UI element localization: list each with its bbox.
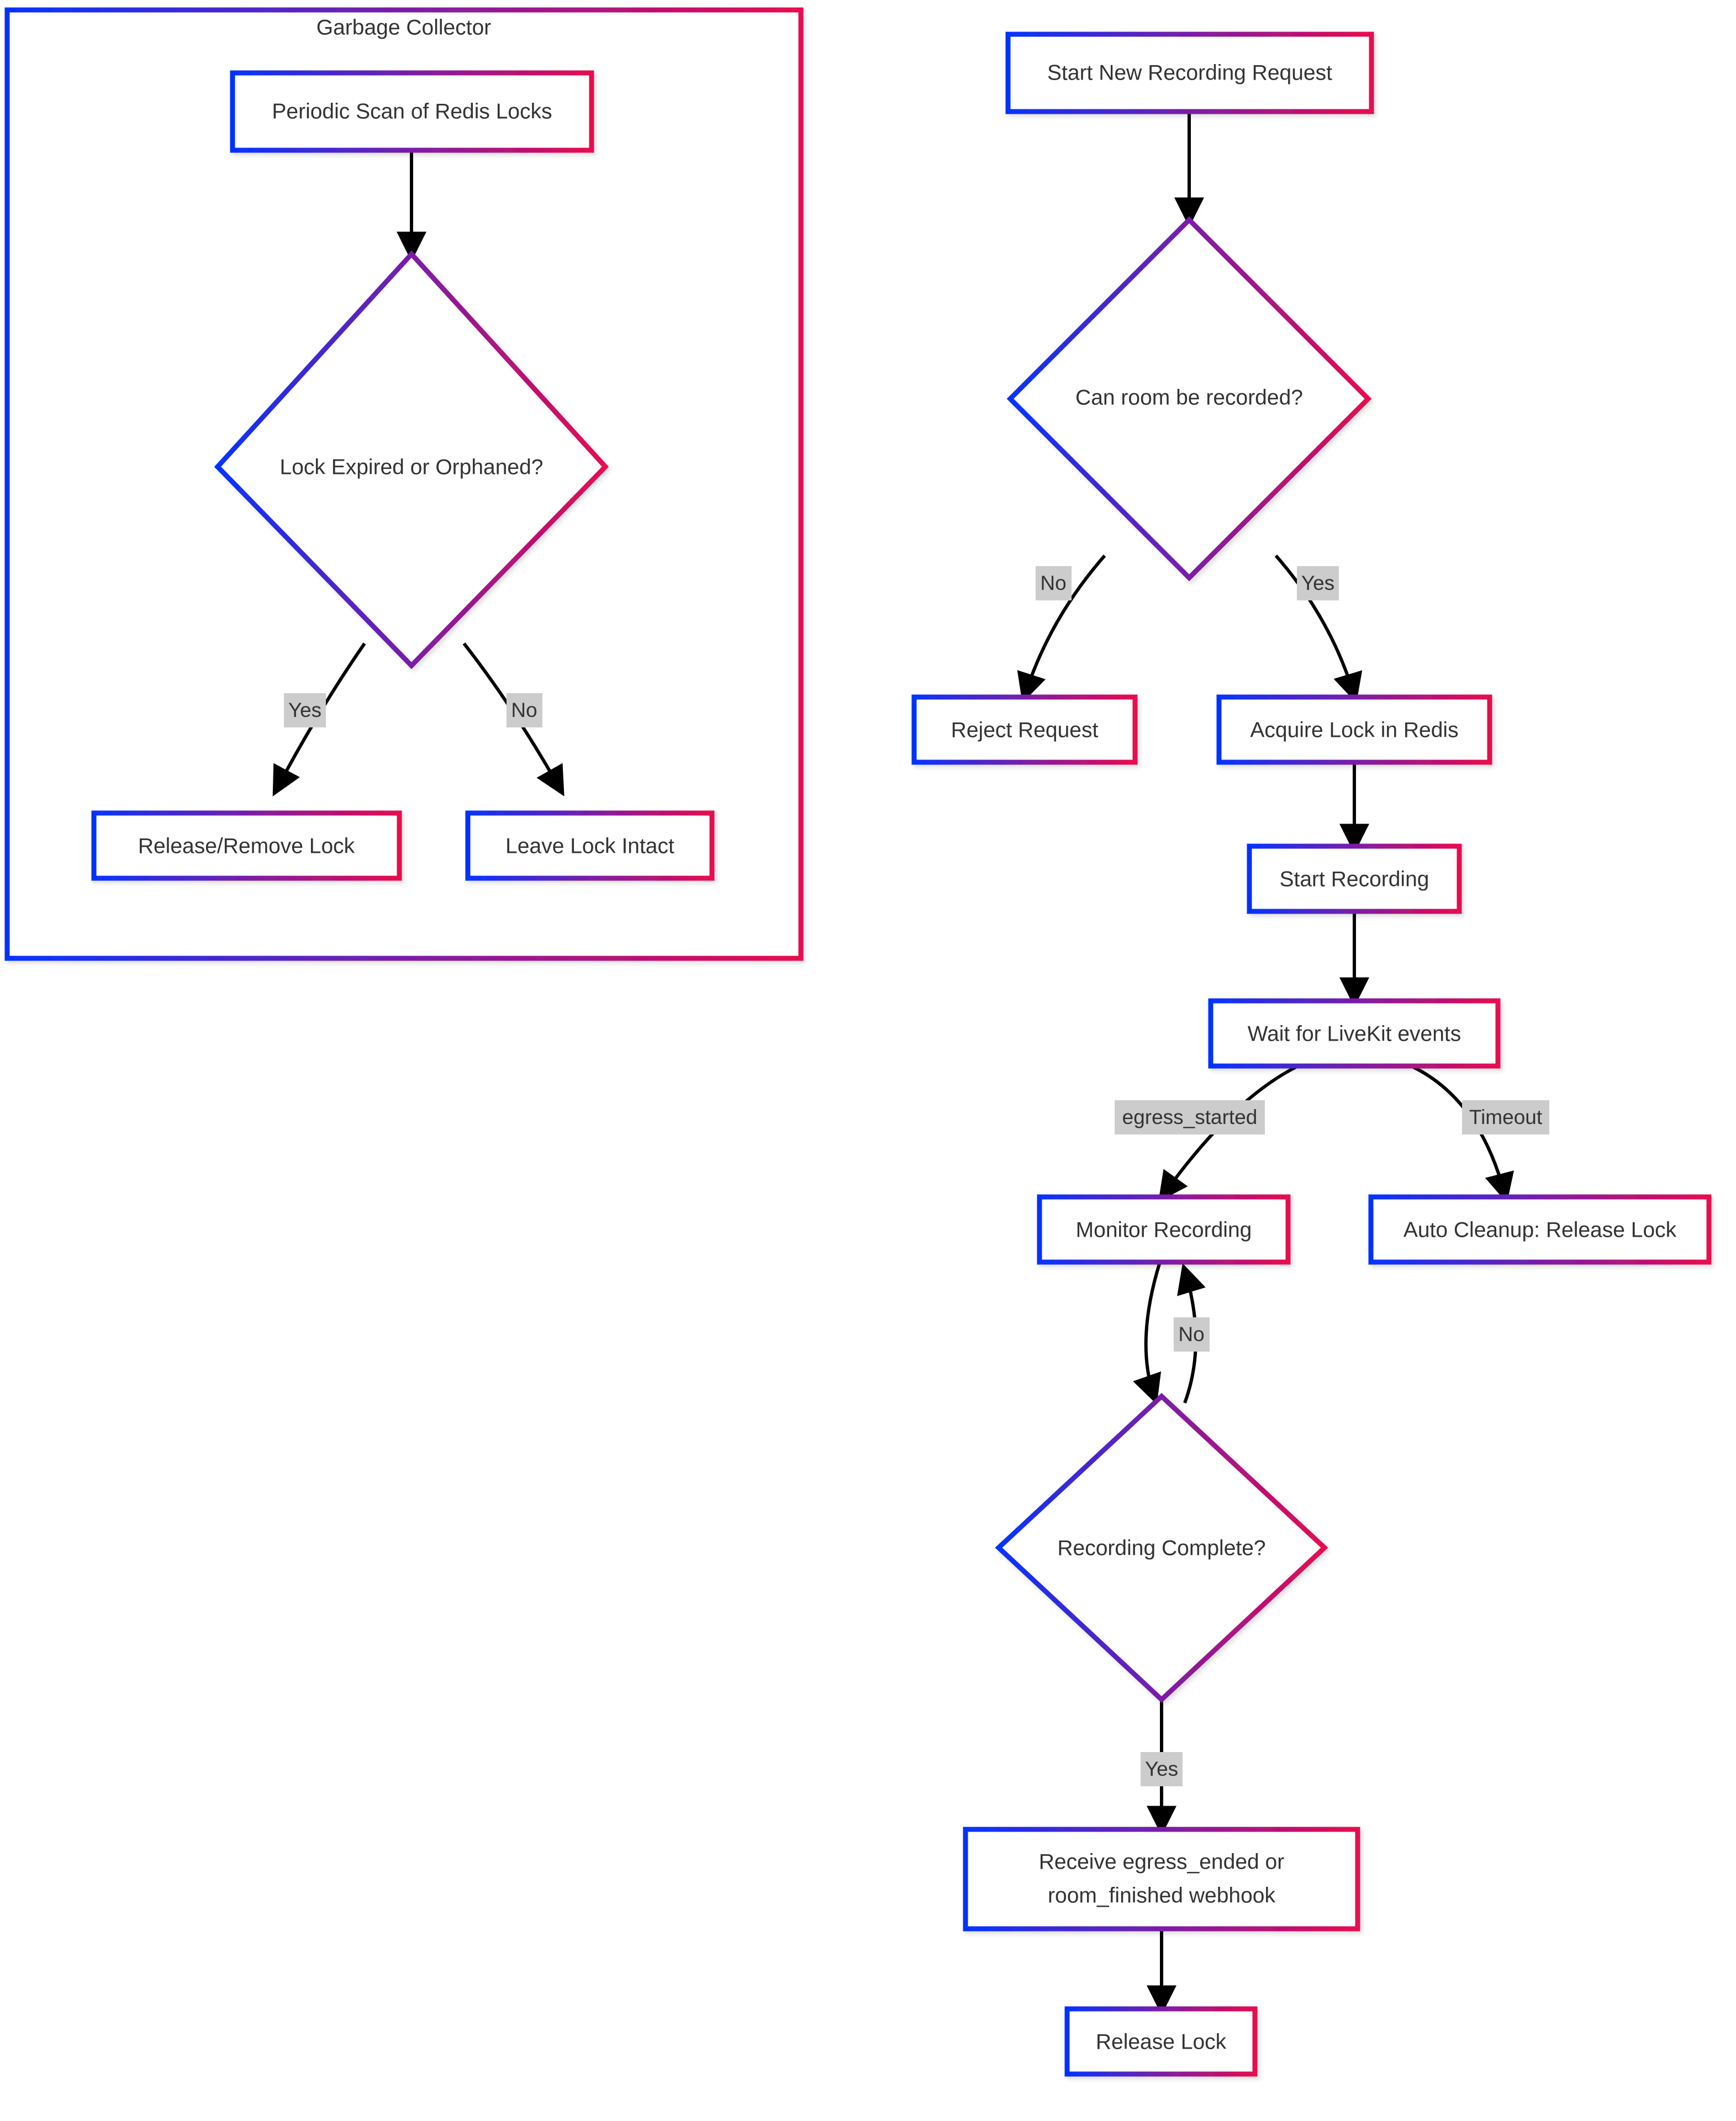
edge-monitor-recording-to-recording-complete	[1133, 1262, 1162, 1405]
edge-label-lock-expired-no: No	[506, 693, 542, 727]
edge-label-lock-expired-yes: Yes	[284, 693, 326, 727]
node-release-remove-lock-shape[interactable]	[91, 810, 402, 881]
node-wait-for-livekit-events-shape[interactable]	[1208, 998, 1501, 1069]
node-release-lock-label: Release Lock	[1096, 2030, 1227, 2054]
edge-label-recording-no-text: No	[1178, 1323, 1204, 1346]
node-leave-lock-intact-label: Leave Lock Intact	[505, 834, 674, 858]
node-release-lock[interactable]: Release Lock	[1064, 2006, 1258, 2077]
node-lock-expired-shape[interactable]	[214, 250, 609, 669]
node-recording-complete-shape[interactable]	[995, 1392, 1328, 1703]
node-auto-cleanup-release-lock[interactable]: Auto Cleanup: Release Lock	[1368, 1194, 1712, 1265]
node-reject-request-shape[interactable]	[911, 694, 1138, 765]
node-wait-for-livekit-events[interactable]: Wait for LiveKit events	[1208, 998, 1501, 1069]
edge-label-timeout: Timeout	[1462, 1100, 1549, 1135]
edge-label-recording-yes-bg	[1141, 1752, 1183, 1786]
node-monitor-recording[interactable]: Monitor Recording	[1037, 1194, 1291, 1265]
node-wait-for-livekit-events-label: Wait for LiveKit events	[1248, 1022, 1461, 1046]
node-auto-cleanup-release-lock-shape[interactable]	[1368, 1194, 1712, 1265]
node-recording-complete[interactable]: Recording Complete?	[995, 1392, 1328, 1703]
node-can-room-be-recorded-label: Can room be recorded?	[1075, 386, 1303, 409]
edge-label-can-room-no-text: No	[1040, 572, 1066, 594]
edge-label-recording-complete-no: No	[1174, 1317, 1210, 1352]
edge-label-egress-started-text: egress_started	[1122, 1106, 1258, 1128]
node-receive-webhook[interactable]: Receive egress_ended or room_finished we…	[963, 1827, 1360, 1932]
edge-label-timeout-text: Timeout	[1469, 1106, 1543, 1128]
edge-can-room-to-reject	[1017, 555, 1106, 703]
node-receive-webhook-label-line2: room_finished webhook	[1048, 1883, 1275, 1907]
node-acquire-lock-in-redis[interactable]: Acquire Lock in Redis	[1216, 694, 1492, 765]
node-can-room-be-recorded-shape[interactable]	[1006, 216, 1372, 582]
edge-label-can-room-yes-text: Yes	[1301, 572, 1334, 594]
node-acquire-lock-in-redis-shape[interactable]	[1216, 694, 1492, 765]
node-start-recording-shape[interactable]	[1247, 843, 1462, 914]
node-lock-expired[interactable]: Lock Expired or Orphaned?	[214, 250, 609, 669]
node-release-lock-shape[interactable]	[1064, 2006, 1258, 2077]
edge-label-no-text: No	[511, 699, 537, 721]
edge-label-recording-complete-yes: Yes	[1141, 1752, 1183, 1786]
node-receive-webhook-shape[interactable]	[963, 1827, 1360, 1932]
node-reject-request[interactable]: Reject Request	[911, 694, 1138, 765]
edge-label-no-bg	[506, 693, 542, 727]
node-start-new-recording-label: Start New Recording Request	[1047, 61, 1332, 85]
edge-label-recording-yes-text: Yes	[1145, 1758, 1178, 1780]
cluster-title-label: Garbage Collector	[316, 15, 492, 39]
edge-label-yes-text: Yes	[288, 699, 321, 721]
edge-label-egress-started: egress_started	[1115, 1100, 1265, 1135]
edge-label-can-room-no: No	[1036, 566, 1072, 600]
node-lock-expired-label: Lock Expired or Orphaned?	[280, 455, 544, 479]
node-monitor-recording-shape[interactable]	[1037, 1194, 1291, 1265]
node-periodic-scan[interactable]: Periodic Scan of Redis Locks	[230, 70, 594, 153]
node-periodic-scan-label: Periodic Scan of Redis Locks	[272, 99, 552, 123]
edge-label-timeout-bg	[1462, 1100, 1549, 1135]
node-start-new-recording-shape[interactable]	[1005, 31, 1374, 114]
node-recording-complete-label: Recording Complete?	[1057, 1536, 1265, 1560]
edge-label-can-room-yes: Yes	[1297, 566, 1339, 600]
node-reject-request-label: Reject Request	[951, 718, 1099, 742]
node-periodic-scan-shape[interactable]	[230, 70, 594, 153]
node-start-new-recording[interactable]: Start New Recording Request	[1005, 31, 1374, 114]
edge-label-egress-started-bg	[1115, 1100, 1265, 1135]
edge-label-can-room-no-bg	[1036, 566, 1072, 600]
node-leave-lock-intact-shape[interactable]	[465, 810, 715, 881]
edge-label-recording-no-bg	[1174, 1317, 1210, 1352]
node-acquire-lock-in-redis-label: Acquire Lock in Redis	[1250, 718, 1458, 742]
node-start-recording-label: Start Recording	[1280, 867, 1429, 891]
node-receive-webhook-label-line1: Receive egress_ended or	[1039, 1850, 1284, 1874]
node-can-room-be-recorded[interactable]: Can room be recorded?	[1006, 216, 1372, 582]
node-release-remove-lock[interactable]: Release/Remove Lock	[91, 810, 402, 881]
node-auto-cleanup-release-lock-label: Auto Cleanup: Release Lock	[1403, 1218, 1677, 1242]
edge-label-can-room-yes-bg	[1297, 566, 1339, 600]
node-leave-lock-intact[interactable]: Leave Lock Intact	[465, 810, 715, 881]
node-start-recording[interactable]: Start Recording	[1247, 843, 1462, 914]
edge-can-room-to-acquire-lock	[1274, 555, 1363, 703]
edge-label-yes-bg	[284, 693, 326, 727]
node-monitor-recording-label: Monitor Recording	[1076, 1218, 1252, 1242]
node-release-remove-lock-label: Release/Remove Lock	[138, 834, 355, 858]
